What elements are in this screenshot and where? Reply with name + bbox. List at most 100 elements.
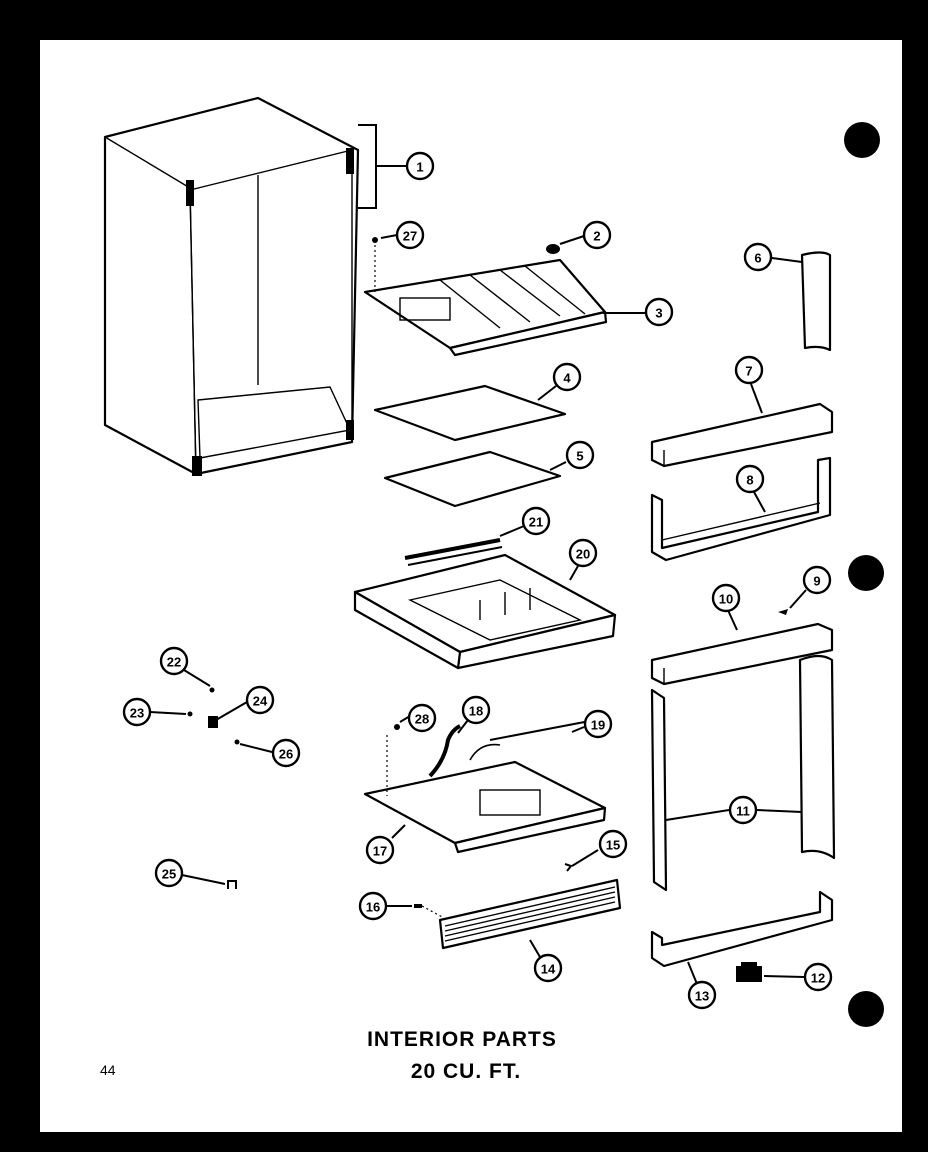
part-14-grille [438, 878, 622, 950]
part-12-button [736, 962, 762, 982]
part-25-clip [227, 880, 237, 889]
part-27-screw [372, 237, 378, 243]
leader-9 [789, 589, 807, 609]
leader-21 [499, 525, 525, 537]
part-5-insulation-pad [383, 450, 562, 508]
callout-6: 6 [743, 242, 773, 272]
callout-13: 13 [687, 980, 717, 1010]
diagram-subtitle: 20 CU. FT. [410, 1060, 522, 1083]
leader-11b [756, 809, 803, 813]
binder-hole-top [844, 122, 880, 158]
part-13-door-shelf [650, 890, 834, 968]
callout-11: 11 [728, 795, 758, 825]
callout-27: 27 [395, 220, 425, 250]
binder-hole-middle [848, 555, 884, 591]
callout-8: 8 [735, 464, 765, 494]
leader-5 [549, 461, 567, 471]
leader-6 [771, 257, 803, 263]
svg-text:9: 9 [813, 574, 820, 589]
svg-text:25: 25 [162, 867, 176, 882]
callout-12: 12 [803, 962, 833, 992]
part-15-clip [564, 863, 573, 872]
part-28-screw [394, 724, 400, 730]
svg-text:28: 28 [415, 712, 429, 727]
leader-24 [215, 701, 248, 721]
svg-text:17: 17 [373, 844, 387, 859]
leader-17 [391, 824, 406, 839]
callout-16: 16 [358, 891, 388, 921]
part-2-plug [546, 244, 560, 254]
svg-text:12: 12 [811, 971, 825, 986]
leader-25 [181, 874, 226, 885]
svg-text:19: 19 [591, 718, 605, 733]
callout-26: 26 [271, 738, 301, 768]
leader-20 [569, 565, 579, 581]
svg-text:4: 4 [563, 371, 571, 386]
svg-text:2: 2 [593, 229, 600, 244]
part-24-bracket [208, 716, 218, 728]
callout-10: 10 [711, 583, 741, 613]
svg-text:24: 24 [253, 694, 268, 709]
leader-2 [559, 235, 585, 245]
part-8-door-shelf [650, 456, 832, 562]
binder-hole-bottom [848, 991, 884, 1027]
callout-20: 20 [568, 538, 598, 568]
part-18-seal [428, 724, 461, 778]
leader-4 [537, 385, 557, 401]
svg-text:22: 22 [167, 655, 181, 670]
leader-23 [149, 711, 187, 715]
leader-15 [571, 849, 599, 867]
part-4-insulation-pad [373, 384, 567, 442]
callout-2: 2 [582, 220, 612, 250]
svg-text:21: 21 [529, 515, 543, 530]
callout-1: 1 [405, 151, 435, 181]
callout-7: 7 [734, 355, 764, 385]
part-17-crisper-cover [363, 760, 607, 854]
part-20-chiller-frame [353, 553, 617, 670]
leader-27 [380, 234, 398, 239]
leader-19 [571, 726, 585, 733]
svg-text:11: 11 [736, 804, 750, 819]
callout-3: 3 [644, 297, 674, 327]
leader-14 [529, 939, 541, 958]
callout-17: 17 [365, 835, 395, 865]
part-10-door-shelf [650, 622, 834, 686]
part-11-door-trims [650, 654, 836, 892]
part-26-screw [234, 739, 240, 745]
part-16-clip [414, 904, 422, 908]
callout-4: 4 [552, 362, 582, 392]
svg-text:23: 23 [130, 706, 144, 721]
svg-text:20: 20 [576, 547, 590, 562]
leader-11a [665, 809, 730, 821]
svg-text:14: 14 [541, 962, 556, 977]
callout-24: 24 [245, 685, 275, 715]
svg-text:18: 18 [469, 704, 483, 719]
part-3-freezer-shelf [363, 258, 608, 357]
part-23-nut [187, 711, 193, 717]
diagram-title: INTERIOR PARTS [367, 1028, 557, 1051]
part-9-clip [778, 609, 788, 615]
svg-text:8: 8 [746, 473, 753, 488]
callout-19: 19 [583, 709, 613, 739]
callout-22: 22 [159, 646, 189, 676]
leader-26 [239, 743, 273, 753]
callout-15: 15 [598, 829, 628, 859]
callout-23: 23 [122, 697, 152, 727]
svg-text:15: 15 [606, 838, 620, 853]
leader-22 [183, 669, 211, 687]
callout-25: 25 [154, 858, 184, 888]
svg-text:1: 1 [416, 160, 423, 175]
leader-18 [457, 719, 469, 734]
leader-12 [763, 975, 805, 978]
callout-5: 5 [565, 440, 595, 470]
part-7-door-shelf [650, 402, 834, 468]
svg-text:10: 10 [719, 592, 733, 607]
part-21-gasket-strip [404, 538, 503, 566]
svg-text:3: 3 [655, 306, 662, 321]
svg-text:7: 7 [745, 364, 752, 379]
svg-text:16: 16 [366, 900, 380, 915]
svg-text:6: 6 [754, 251, 761, 266]
leader-8 [753, 491, 766, 513]
svg-text:13: 13 [695, 989, 709, 1004]
